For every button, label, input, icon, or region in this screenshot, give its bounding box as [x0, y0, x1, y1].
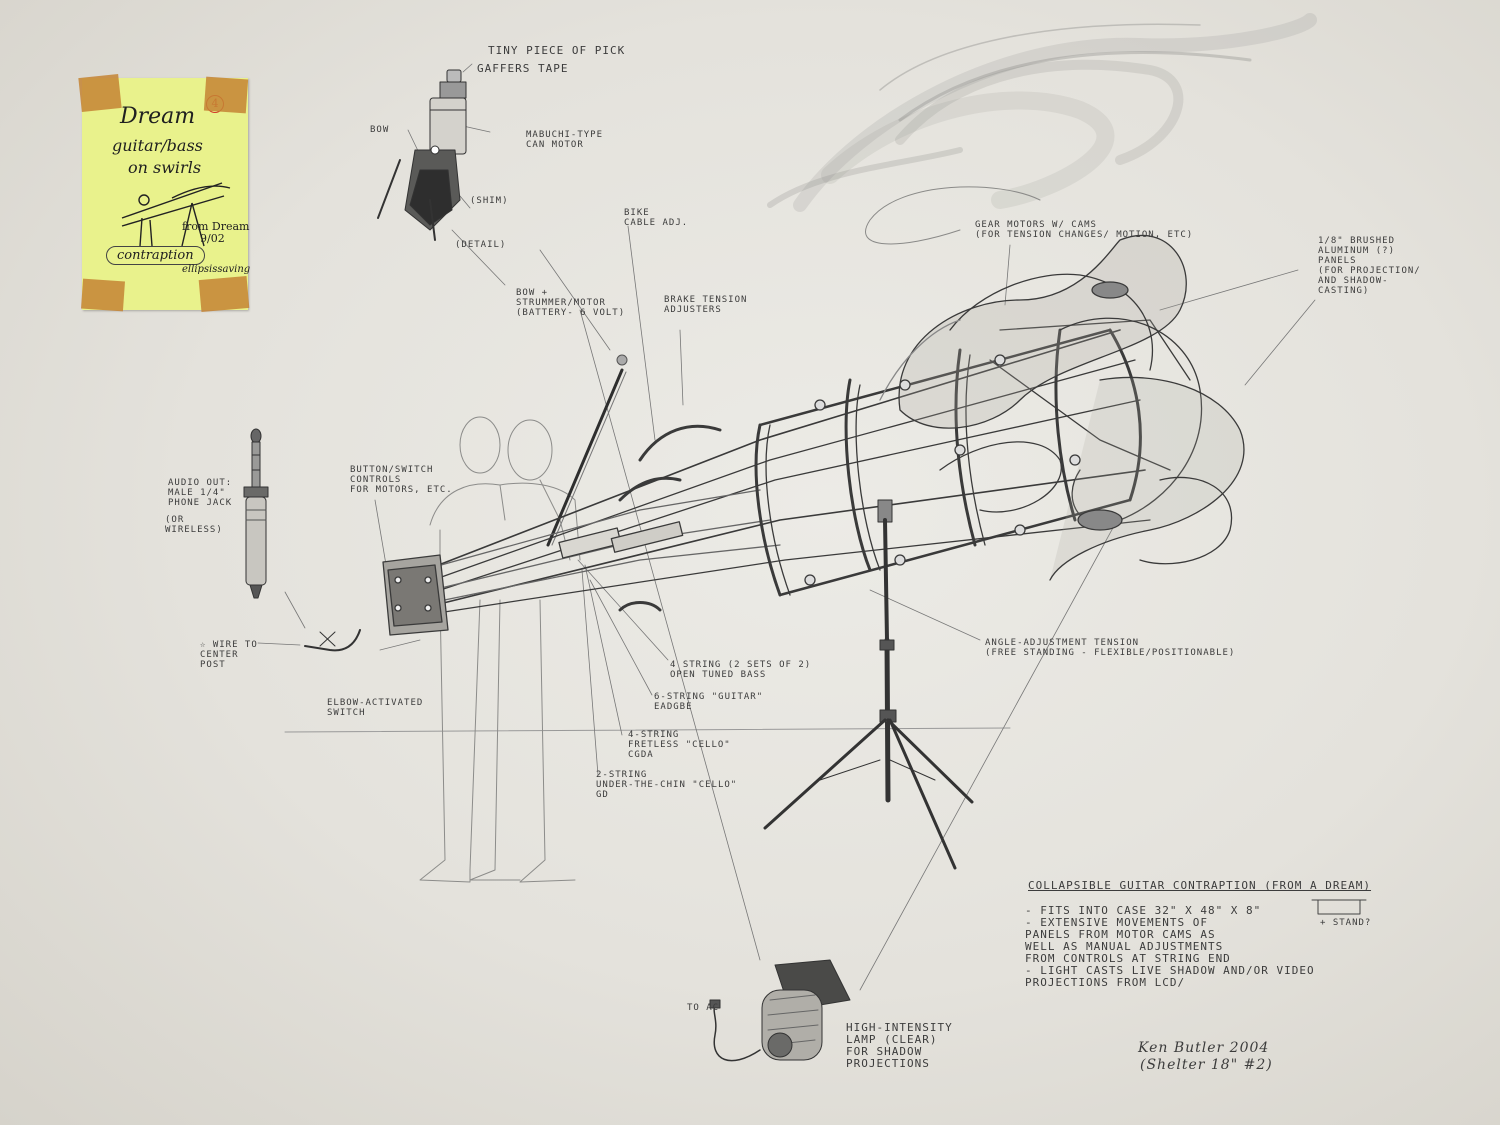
shading-swirl — [767, 13, 1317, 245]
credit-series: (Shelter 18" #2) — [1140, 1057, 1273, 1073]
label-gaffers-tape: Gaffers tape — [477, 62, 569, 75]
label-wire-to-post: ☆ wire tocenterpost — [200, 640, 258, 670]
note-signature: ellipsissaving — [182, 264, 251, 275]
case-sketch — [1311, 899, 1367, 915]
tape-top-left — [78, 74, 122, 112]
tape-top-right — [203, 76, 249, 114]
figures-sketch — [419, 416, 581, 883]
label-stand: + stand? — [1320, 918, 1372, 928]
label-gear-motors: Gear motors w/ cams(for tension changes/… — [975, 220, 1194, 240]
audio-jack-sketch — [243, 428, 361, 652]
lamp-sketch — [709, 959, 851, 1062]
label-brushed-panels: 1/8" brushedaluminum (?)panels(for proje… — [1318, 236, 1421, 296]
description-item: well as manual adjustments — [1025, 940, 1224, 953]
label-elbow-switch: Elbow-activatedswitch — [327, 698, 424, 718]
artist-credit: Ken Butler 2004 (Shelter 18" #2) — [1138, 1040, 1273, 1074]
label-six-string: 6-string "guitar"EADGBE — [654, 692, 764, 712]
label-button-switch: Button/switchcontrolsfor motors, etc. — [350, 465, 453, 495]
label-or-wireless: (orwireless) — [165, 515, 223, 535]
note-line-2: on swirls — [128, 158, 202, 177]
label-two-string: 2-stringunder-the-chin "cello"GD — [596, 770, 738, 800]
description-items: - Fits into case 32" x 48" x 8" - Extens… — [1025, 905, 1315, 989]
instrument-body — [382, 234, 1245, 636]
leader-lines — [257, 63, 1316, 991]
label-four-string-open: 4 string (2 sets of 2)open tuned bass — [670, 660, 812, 680]
dream-sticky-note: Dream 4 guitar/bass on swirls from Dream… — [82, 78, 251, 310]
note-line-1: guitar/bass — [112, 136, 203, 155]
label-audio-out: Audio out:male 1/4"phone jack — [168, 478, 233, 508]
label-mabuchi: Mabuchi-typecan motor — [526, 130, 604, 150]
label-brake-tension: Brake tensionadjusters — [664, 295, 748, 315]
note-contraption: contraption — [106, 246, 205, 265]
description-item: - Fits into case 32" x 48" x 8" — [1025, 904, 1262, 917]
tripod-stand — [763, 499, 974, 870]
label-four-string-cello: 4-stringfretless "cello"CGDA — [628, 730, 731, 760]
label-bow-strummer: Bow +strummer/motor(battery- 6 volt) — [516, 288, 626, 318]
label-shim: (Shim) — [470, 196, 509, 206]
label-detail: (Detail) — [455, 240, 507, 250]
label-lamp: High-intensitylamp (clear)for shadowproj… — [846, 1021, 953, 1070]
tape-bottom-right — [198, 275, 250, 313]
motor-detail-sketch — [377, 69, 467, 241]
note-title: Dream — [120, 104, 196, 129]
label-angle-adjust: Angle-adjustment tension(free standing -… — [985, 638, 1236, 658]
note-mini-sketch — [121, 182, 231, 247]
note-from-dream: from Dream — [182, 220, 250, 233]
description-item: projections from LCD/ — [1025, 976, 1186, 989]
description-item: - Light casts live shadow and/or video — [1025, 964, 1315, 977]
tape-bottom-left — [81, 278, 125, 312]
note-date: 9/02 — [200, 232, 225, 245]
label-bike-cable: Bikecable adj. — [624, 208, 689, 228]
credit-name: Ken Butler 2004 — [1138, 1040, 1270, 1056]
description-item: from controls at string end — [1025, 952, 1231, 965]
description-item: panels from motor cams as — [1025, 928, 1216, 941]
label-bow-detail: Bow — [370, 125, 390, 135]
label-to-ac: To AC — [687, 1003, 720, 1013]
description-title: Collapsible guitar contraption (from a d… — [1028, 879, 1372, 892]
description-item: - Extensive movements of — [1025, 916, 1208, 929]
label-tiny-pick: Tiny piece of pick — [488, 44, 626, 57]
